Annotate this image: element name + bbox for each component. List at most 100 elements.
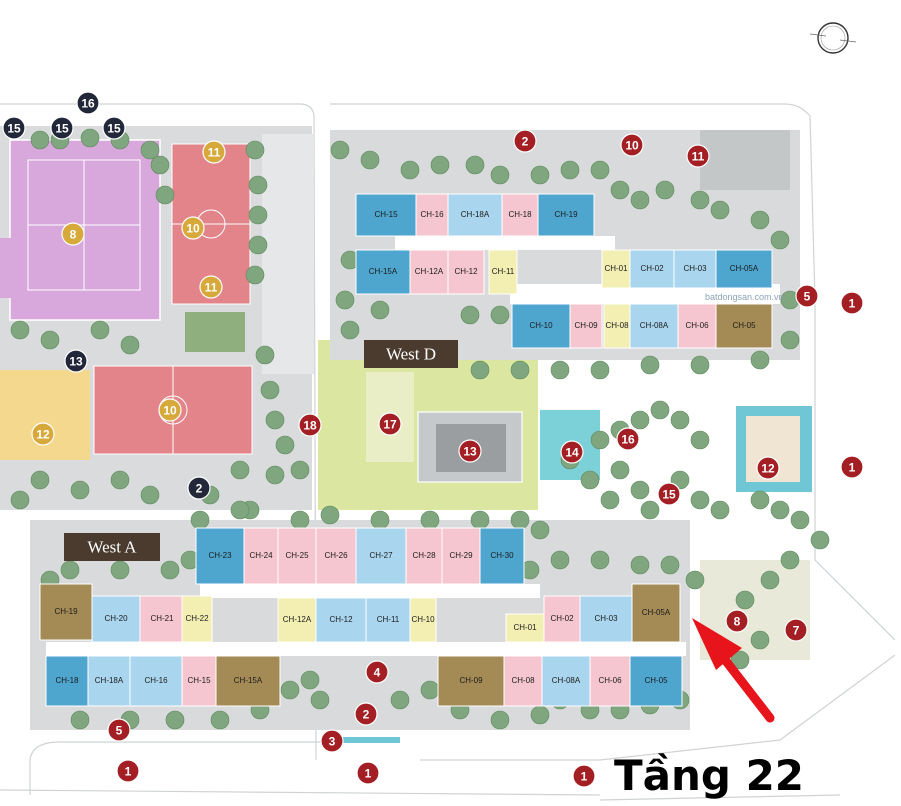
west-d-unit-3[interactable] (501, 193, 539, 237)
marker-9[interactable] (31, 422, 55, 446)
marker-31[interactable] (572, 764, 596, 788)
marker-label-21: 11 (692, 150, 705, 164)
west-a-unit-20[interactable] (45, 655, 89, 707)
west-d-unit-6[interactable] (409, 249, 449, 295)
marker-10[interactable] (158, 398, 182, 422)
west-d-unit-4[interactable] (537, 193, 595, 237)
west-d-unit-7[interactable] (447, 249, 485, 295)
marker-5[interactable] (202, 140, 226, 164)
west-d-unit-8[interactable] (488, 249, 518, 295)
marker-label-32: 5 (116, 724, 123, 738)
west-a-unit-1[interactable] (243, 527, 279, 585)
marker-13[interactable] (378, 412, 402, 436)
marker-label-20: 10 (625, 139, 639, 153)
west-a-unit-15[interactable] (409, 597, 437, 643)
west-a-unit-2[interactable] (277, 527, 317, 585)
west-a-unit-18[interactable] (579, 595, 633, 643)
west-d-unit-10[interactable] (629, 249, 675, 289)
tree-icon (790, 510, 810, 530)
marker-4[interactable] (61, 222, 85, 246)
west-a-unit-11[interactable] (181, 595, 213, 643)
marker-11[interactable] (298, 413, 322, 437)
west-d-unit-14[interactable] (569, 303, 603, 349)
west-a-unit-27[interactable] (541, 655, 591, 707)
marker-label-6: 10 (186, 222, 200, 236)
marker-20[interactable] (620, 133, 644, 157)
west-d-unit-18[interactable] (715, 303, 773, 349)
west-a-unit-7[interactable] (479, 527, 525, 585)
volleyball-court-edge (0, 238, 30, 298)
west-d-unit-5[interactable] (355, 249, 411, 295)
west-d-unit-label-1: CH-16 (420, 210, 444, 219)
west-a-unit-25[interactable] (437, 655, 505, 707)
marker-label-25: 8 (734, 615, 741, 629)
marker-21[interactable] (686, 144, 710, 168)
west-a-unit-3[interactable] (315, 527, 357, 585)
west-a-unit-10[interactable] (139, 595, 185, 643)
west-d-unit-13[interactable] (511, 303, 571, 349)
west-a-unit-21[interactable] (87, 655, 131, 707)
west-a-unit-8[interactable] (39, 583, 93, 641)
block-label-west-d: West D (364, 340, 458, 368)
west-a-unit-label-26: CH-08 (511, 676, 535, 685)
west-a-unit-12[interactable] (277, 597, 317, 643)
marker-27[interactable] (365, 660, 389, 684)
marker-24[interactable] (840, 455, 864, 479)
marker-17[interactable] (657, 482, 681, 506)
marker-29[interactable] (320, 729, 344, 753)
west-d-unit-16[interactable] (629, 303, 679, 349)
west-a-unit-16[interactable] (505, 613, 545, 643)
west-a-unit-13[interactable] (315, 597, 367, 643)
tree-icon (690, 430, 710, 450)
west-d-unit-17[interactable] (677, 303, 717, 349)
marker-14[interactable] (458, 439, 482, 463)
marker-33[interactable] (116, 759, 140, 783)
marker-22[interactable] (795, 284, 819, 308)
marker-3[interactable] (102, 116, 126, 140)
marker-6[interactable] (181, 216, 205, 240)
west-d-unit-label-4: CH-19 (554, 210, 578, 219)
west-a-unit-23[interactable] (181, 655, 217, 707)
west-a-unit-19[interactable] (631, 583, 681, 643)
tree-icon (690, 190, 710, 210)
west-a-unit-22[interactable] (129, 655, 183, 707)
west-a-unit-6[interactable] (441, 527, 481, 585)
west-d-unit-label-12: CH-05A (730, 264, 759, 273)
tree-icon (230, 460, 250, 480)
west-a-unit-0[interactable] (195, 527, 245, 585)
west-a-unit-28[interactable] (589, 655, 631, 707)
marker-18[interactable] (756, 456, 780, 480)
west-a-unit-29[interactable] (629, 655, 683, 707)
marker-15[interactable] (560, 440, 584, 464)
marker-28[interactable] (354, 702, 378, 726)
floor-label: Tầng 22 (614, 751, 804, 800)
marker-30[interactable] (356, 761, 380, 785)
marker-1[interactable] (2, 116, 26, 140)
west-a-unit-4[interactable] (355, 527, 407, 585)
west-a-unit-26[interactable] (503, 655, 543, 707)
marker-label-7: 11 (205, 281, 218, 295)
marker-8[interactable] (64, 349, 88, 373)
marker-16[interactable] (616, 427, 640, 451)
west-d-unit-label-11: CH-03 (683, 264, 707, 273)
marker-7[interactable] (199, 275, 223, 299)
marker-0[interactable] (76, 91, 100, 115)
marker-32[interactable] (107, 718, 131, 742)
tree-icon (630, 480, 650, 500)
marker-23[interactable] (840, 291, 864, 315)
lawn-patch (185, 312, 245, 352)
marker-12[interactable] (187, 476, 211, 500)
marker-label-4: 8 (70, 228, 77, 242)
west-d-unit-label-10: CH-02 (640, 264, 664, 273)
tree-icon (650, 400, 670, 420)
west-a-unit-24[interactable] (215, 655, 281, 707)
west-a-unit-5[interactable] (405, 527, 443, 585)
west-d-unit-1[interactable] (415, 193, 449, 237)
west-d-unit-12[interactable] (715, 249, 773, 289)
marker-26[interactable] (784, 618, 808, 642)
tree-icon (655, 180, 675, 200)
marker-2[interactable] (50, 116, 74, 140)
marker-25[interactable] (725, 609, 749, 633)
marker-19[interactable] (513, 129, 537, 153)
west-d-unit-0[interactable] (355, 193, 417, 237)
